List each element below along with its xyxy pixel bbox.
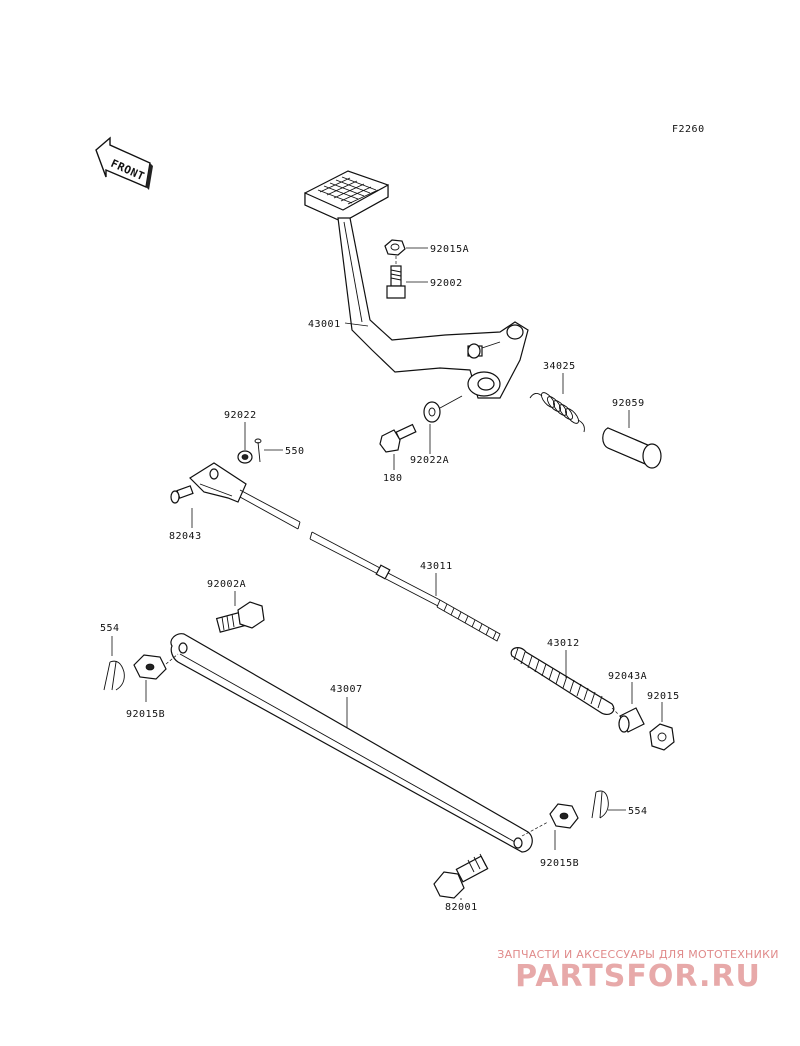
label-92015B-right: 92015B <box>540 858 579 869</box>
label-82043: 82043 <box>169 531 202 542</box>
washer-92022A <box>423 401 441 423</box>
clevis-and-rod-43011 <box>189 462 501 642</box>
bolt-180 <box>379 423 417 453</box>
bolt-92002 <box>386 265 406 299</box>
pin-82043 <box>170 485 194 504</box>
label-92015: 92015 <box>647 691 680 702</box>
label-92002: 92002 <box>430 278 463 289</box>
pin-92043A <box>618 707 645 733</box>
nut-92015B-right <box>549 803 579 829</box>
clip-554-right <box>591 790 609 819</box>
collar-92059 <box>602 427 662 469</box>
washer-92022 <box>237 450 253 464</box>
watermark-logo: PARTSFOR.RU <box>515 959 761 994</box>
label-34025: 34025 <box>543 361 576 372</box>
spring-43012 <box>510 647 615 716</box>
label-554-left: 554 <box>100 623 120 634</box>
nut-92015 <box>649 723 675 751</box>
label-554-right: 554 <box>628 806 648 817</box>
label-92022: 92022 <box>224 410 257 421</box>
figure-code: F2260 <box>672 124 705 135</box>
label-92043A: 92043A <box>608 671 647 682</box>
rod-43007 <box>170 633 533 853</box>
watermark: ЗАПЧАСТИ И АКСЕССУАРЫ ДЛЯ МОТОТЕХНИКИ PA… <box>488 948 788 993</box>
label-43001: 43001 <box>308 319 341 330</box>
clip-554-left <box>103 660 125 691</box>
assembly-leader-lines <box>165 256 619 837</box>
label-43012: 43012 <box>547 638 580 649</box>
label-43007: 43007 <box>330 684 363 695</box>
nut-92015A <box>384 239 406 256</box>
label-550: 550 <box>285 446 305 457</box>
bolt-92002A <box>215 601 265 633</box>
label-92015A: 92015A <box>430 244 469 255</box>
bolt-82001 <box>433 853 489 899</box>
front-arrow-icon: FRONT <box>95 136 153 190</box>
cotter-pin-550 <box>254 438 262 463</box>
label-92002A: 92002A <box>207 579 246 590</box>
label-92015B-left: 92015B <box>126 709 165 720</box>
label-82001: 82001 <box>445 902 478 913</box>
nut-92015B-left <box>133 654 167 680</box>
label-180: 180 <box>383 473 403 484</box>
brake-pedal-43001 <box>304 170 529 399</box>
label-43011: 43011 <box>420 561 453 572</box>
label-92022A: 92022A <box>410 455 449 466</box>
watermark-tagline: ЗАПЧАСТИ И АКСЕССУАРЫ ДЛЯ МОТОТЕХНИКИ <box>497 948 779 961</box>
spring-34025 <box>529 392 585 433</box>
label-92059: 92059 <box>612 398 645 409</box>
